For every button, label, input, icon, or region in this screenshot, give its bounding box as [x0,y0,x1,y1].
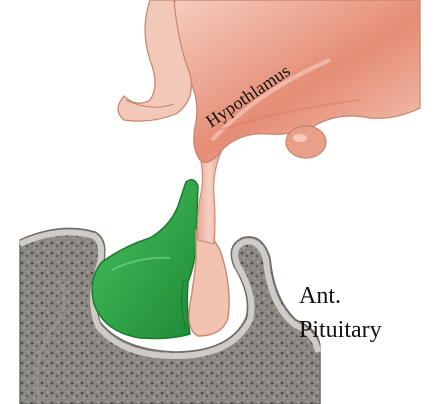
ant-pituitary-label-line2: Pituitary [299,317,382,343]
pituitary-stalk [197,150,222,244]
anterior-pituitary [92,180,198,339]
ant-pituitary-label-line1: Ant. [299,283,341,309]
